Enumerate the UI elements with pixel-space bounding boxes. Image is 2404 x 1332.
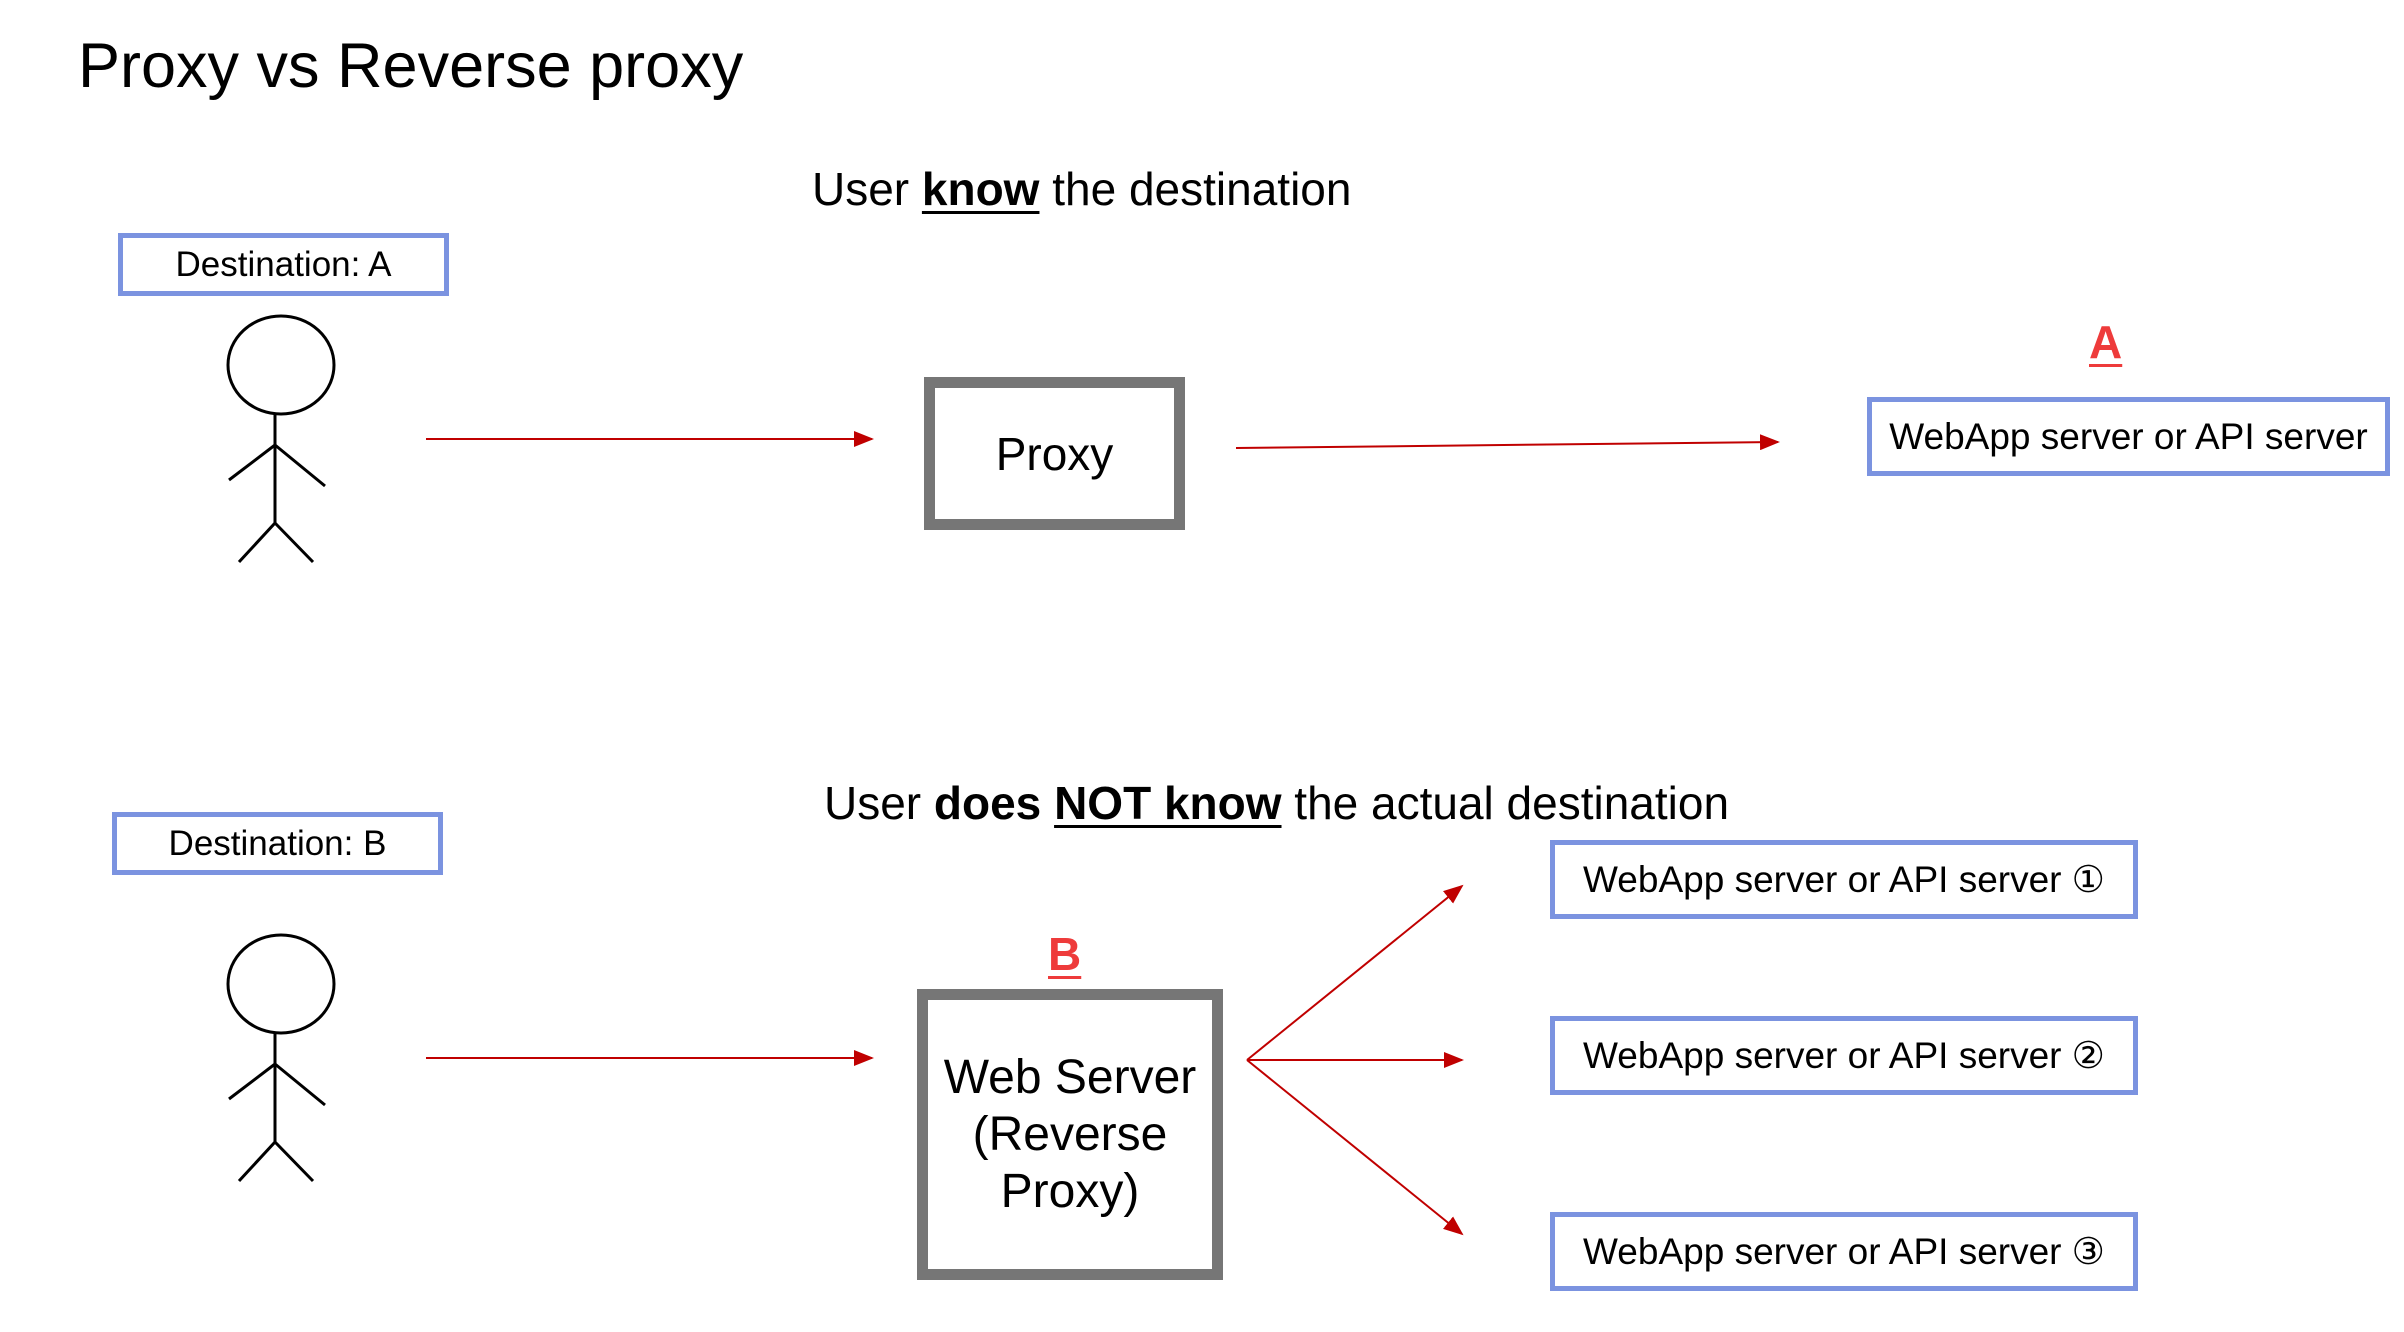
webapp-server-3-label: WebApp server or API server ③ — [1583, 1231, 2105, 1272]
arrow-proxy-to-server — [1235, 434, 1780, 451]
user-figure-1 — [226, 314, 336, 564]
reverse-caption-bold: does — [933, 777, 1055, 829]
webapp-server-box: WebApp server or API server — [1867, 397, 2390, 476]
webapp-server-1-box: WebApp server or API server ① — [1550, 840, 2138, 919]
target-marker-a: A — [2089, 316, 2123, 368]
webapp-server-3-box: WebApp server or API server ③ — [1550, 1212, 2138, 1291]
proxy-caption-post: the destination — [1039, 163, 1352, 215]
reverse-caption: User does NOT know the actual destinatio… — [824, 776, 1729, 830]
proxy-box: Proxy — [924, 377, 1185, 530]
reverse-proxy-line-3: Proxy) — [1000, 1165, 1140, 1218]
proxy-label: Proxy — [995, 427, 1114, 480]
webapp-server-2-box: WebApp server or API server ② — [1550, 1016, 2138, 1095]
proxy-caption: User know the destination — [812, 162, 1351, 216]
destination-a-box: Destination: A — [118, 233, 449, 296]
reverse-caption-pre: User — [824, 777, 934, 829]
webapp-server-label: WebApp server or API server — [1889, 415, 2368, 457]
proxy-caption-emphasis: know — [921, 163, 1040, 215]
destination-a-label: Destination: A — [175, 244, 392, 284]
page-title: Proxy vs Reverse proxy — [78, 31, 744, 101]
reverse-caption-emphasis: NOT know — [1054, 777, 1282, 829]
arrow-webserver-to-server-3 — [1246, 1059, 1464, 1236]
reverse-proxy-line-1: Web Server — [943, 1051, 1197, 1104]
webapp-server-2-label: WebApp server or API server ② — [1583, 1035, 2105, 1076]
webapp-server-1-label: WebApp server or API server ① — [1583, 859, 2105, 900]
reverse-proxy-line-2: (Reverse — [972, 1108, 1168, 1161]
reverse-caption-post: the actual destination — [1281, 777, 1730, 829]
arrow-webserver-to-server-1 — [1246, 884, 1464, 1061]
destination-b-label: Destination: B — [168, 823, 387, 863]
user-figure-2 — [226, 933, 336, 1183]
proxy-caption-pre: User — [812, 163, 922, 215]
destination-b-box: Destination: B — [112, 812, 443, 875]
webserver-marker-b: B — [1048, 928, 1082, 980]
reverse-proxy-box: Web Server (Reverse Proxy) — [917, 989, 1223, 1280]
